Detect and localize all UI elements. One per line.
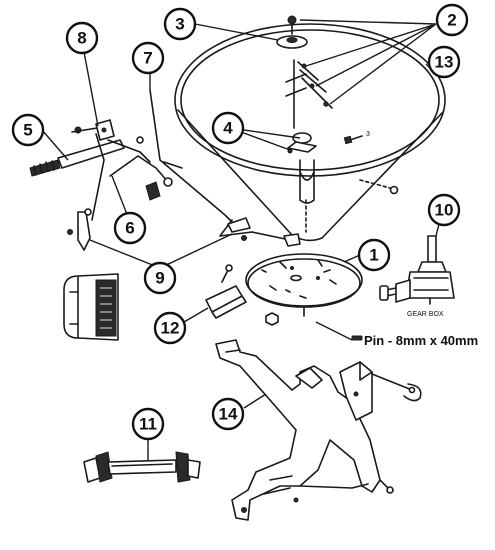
reflector — [63, 273, 119, 341]
svg-text:3: 3 — [175, 15, 184, 34]
drive-shaft — [83, 451, 201, 483]
agitator-blades — [287, 132, 317, 204]
callout-3: 3 — [163, 7, 197, 41]
disc-nut — [265, 312, 279, 326]
svg-text:9: 9 — [155, 269, 164, 288]
callout-14: 14 — [211, 397, 245, 431]
svg-text:13: 13 — [435, 53, 454, 72]
gear-box-label: GEAR BOX — [407, 311, 444, 318]
callout-10: 10 — [427, 193, 461, 227]
pin-label: Pin - 8mm x 40mm — [364, 333, 478, 348]
spreader-frame — [215, 339, 422, 521]
hopper-bolt — [343, 135, 363, 145]
callout-small-3: 3 — [366, 131, 370, 138]
agitator-assembly — [276, 15, 333, 129]
callout-9: 9 — [143, 261, 177, 295]
svg-text:12: 12 — [161, 319, 180, 338]
hopper — [174, 23, 446, 242]
spinner-disc — [245, 253, 363, 317]
callout-4: 4 — [211, 111, 245, 145]
callout-7: 7 — [131, 41, 165, 75]
svg-text:1: 1 — [369, 246, 378, 265]
svg-text:10: 10 — [435, 201, 454, 220]
callout-6: 6 — [113, 211, 147, 245]
svg-text:14: 14 — [219, 405, 238, 424]
svg-text:7: 7 — [143, 49, 152, 68]
callout-5: 5 — [11, 113, 45, 147]
svg-text:4: 4 — [223, 119, 233, 138]
callout-8: 8 — [65, 21, 99, 55]
svg-text:6: 6 — [125, 219, 134, 238]
callout-1: 1 — [357, 238, 391, 272]
link-rod — [219, 217, 301, 247]
svg-text:8: 8 — [77, 29, 86, 48]
gear-box — [379, 235, 455, 305]
callout-11: 11 — [131, 407, 165, 441]
svg-text:5: 5 — [23, 121, 32, 140]
svg-text:2: 2 — [447, 11, 456, 30]
callout-12: 12 — [153, 311, 187, 345]
slide-bracket — [205, 264, 247, 319]
callout-2: 2 — [435, 3, 469, 37]
callout-13: 13 — [427, 45, 461, 79]
control-lever-assembly — [29, 89, 235, 251]
svg-text:11: 11 — [139, 415, 157, 434]
